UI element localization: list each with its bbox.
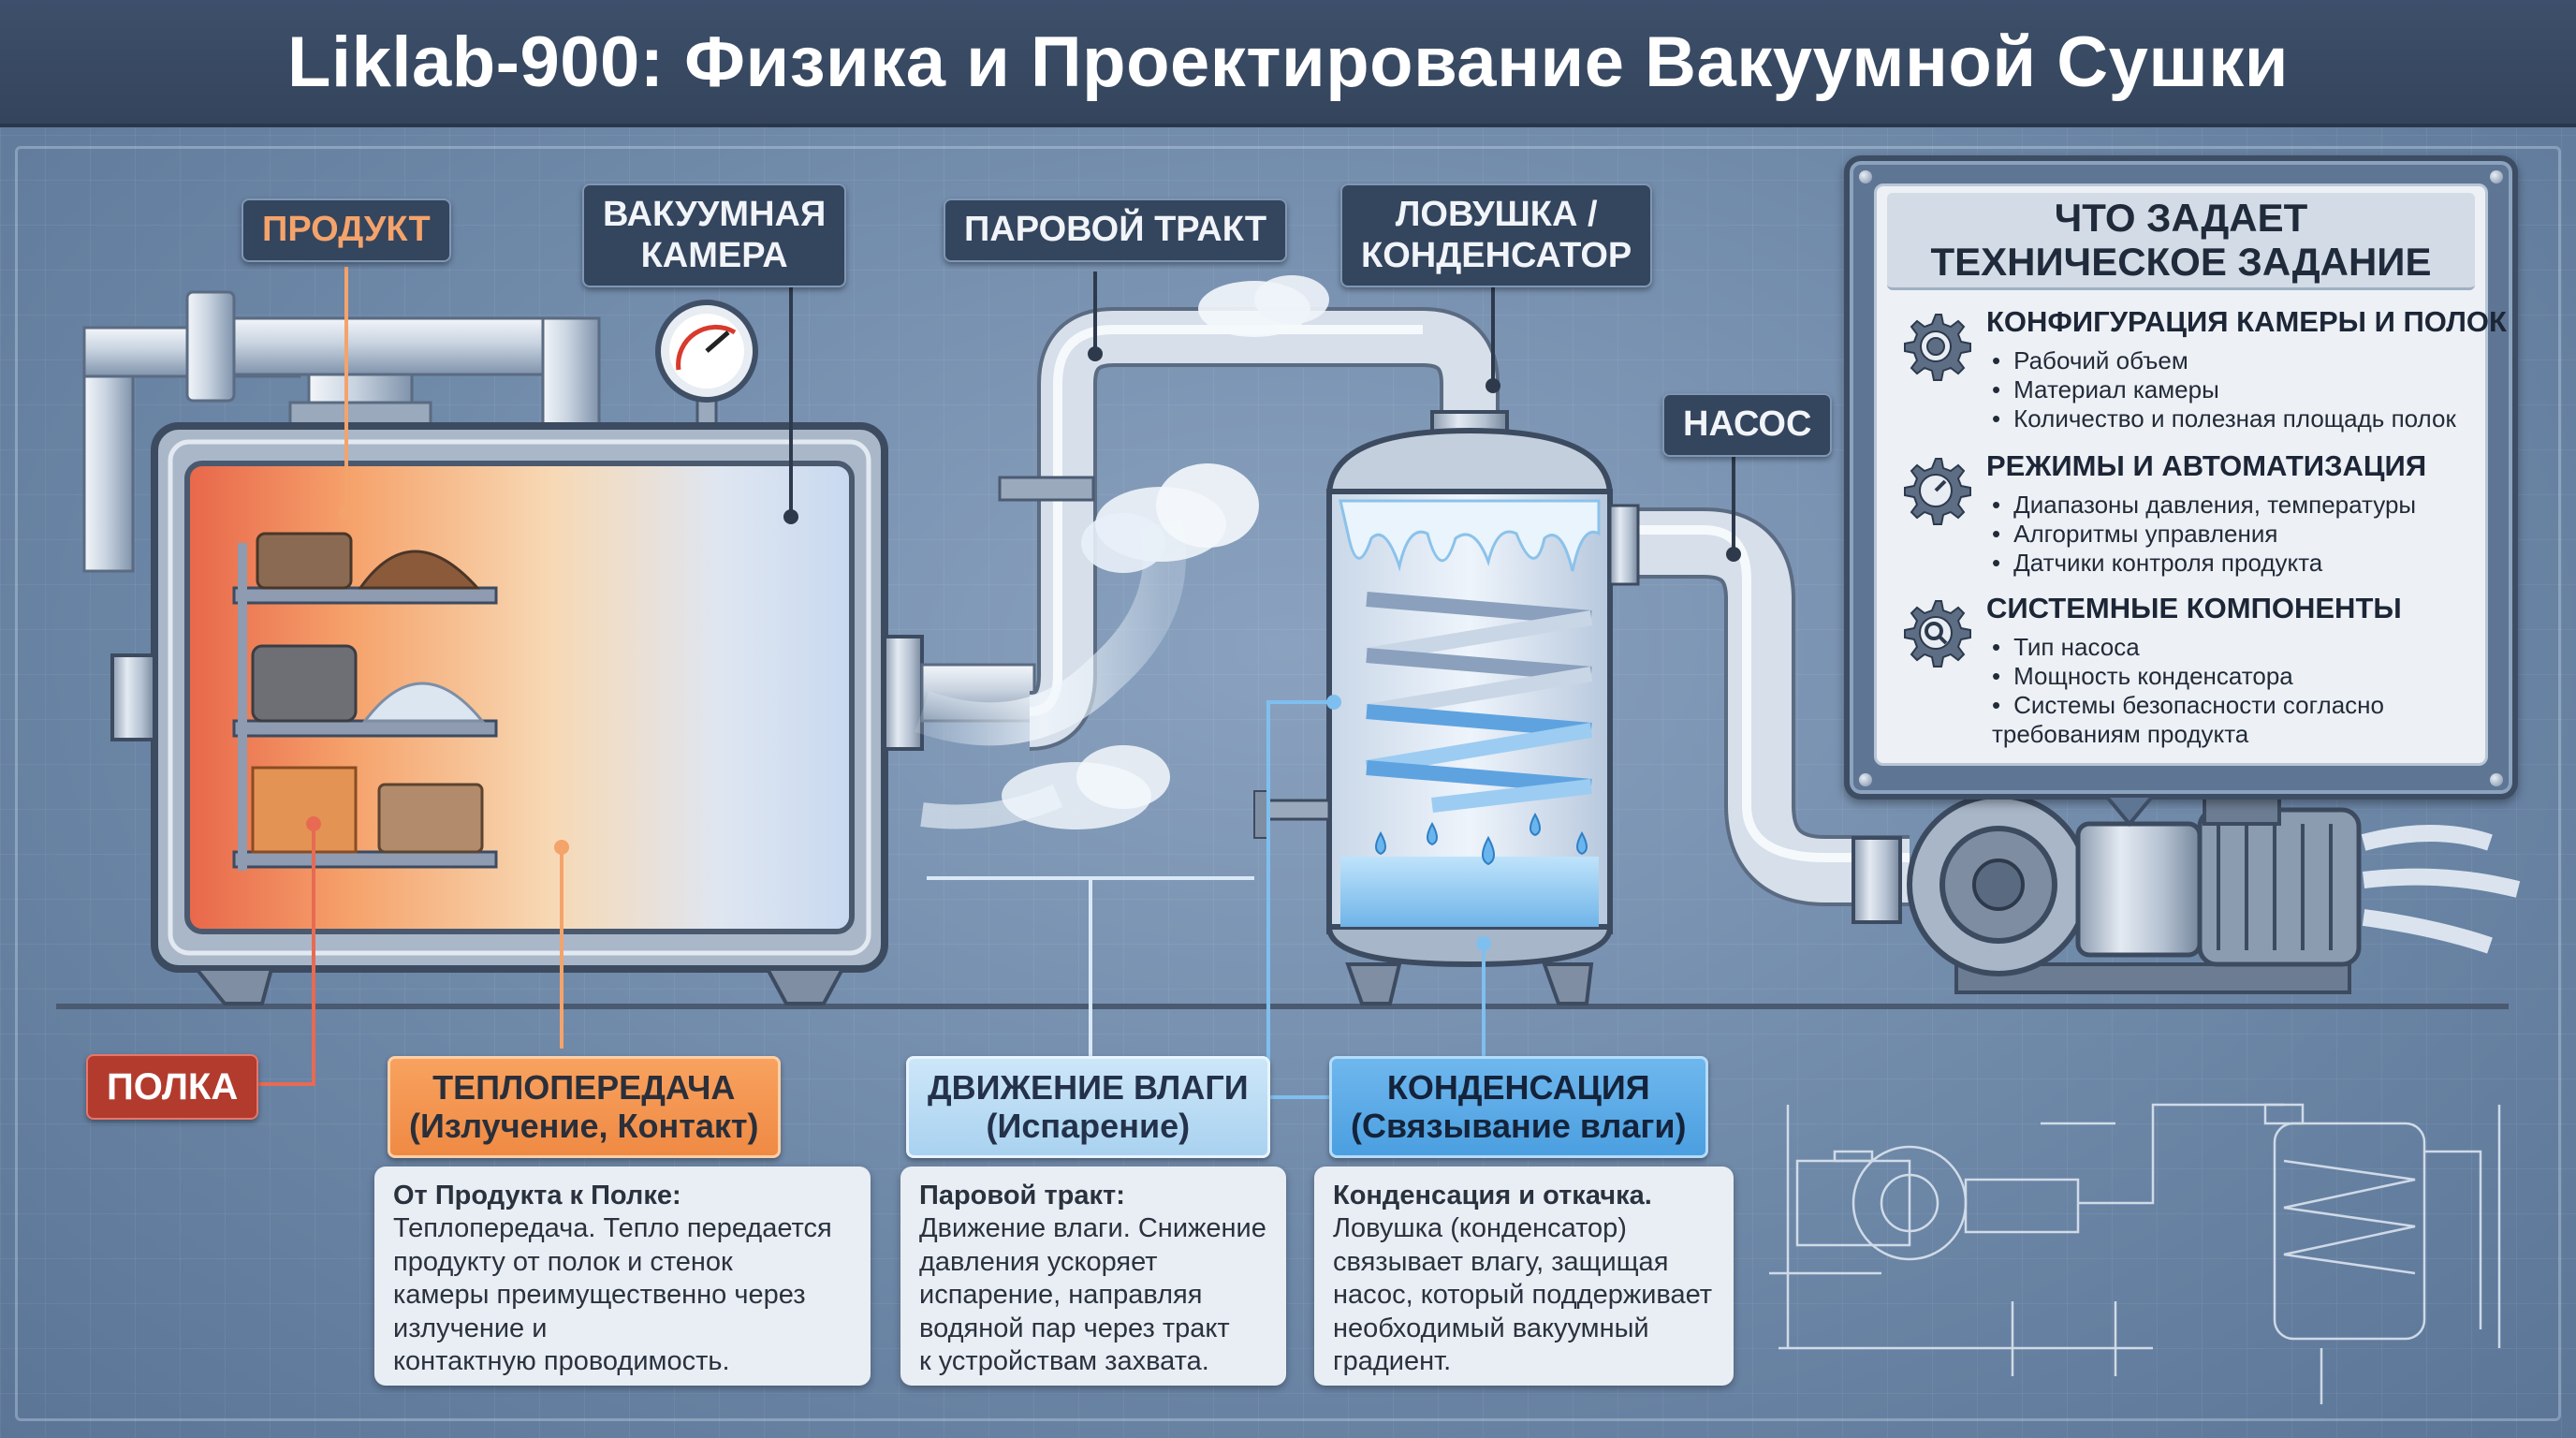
vapor-clouds (915, 275, 1329, 829)
spec-item: Системы безопасности согласно требования… (1992, 691, 2384, 749)
vapor-path-label: ПАРОВОЙ ТРАКТ (944, 198, 1288, 262)
gauge-gear-icon (1904, 458, 1971, 525)
moisture-movement-card: Паровой тракт: Движение влаги. Снижение … (900, 1167, 1286, 1386)
leader-lines (242, 267, 1741, 1099)
vacuum-chamber-label: ВАКУУМНАЯ КАМЕРА (582, 183, 847, 288)
vacuum-pump (1852, 793, 2521, 994)
spec-section-components: СИСТЕМНЫЕ КОМПОНЕНТЫ Тип насоса Мощность… (1900, 592, 2481, 751)
blueprint-sketch (1769, 1103, 2501, 1404)
vacuum-chamber (110, 422, 924, 1005)
spec-section-heading: КОНФИГУРАЦИЯ КАМЕРЫ И ПОЛОК (1986, 305, 2507, 338)
spec-item: Рабочий объем (1992, 346, 2456, 375)
spec-section-heading: РЕЖИМЫ И АВТОМАТИЗАЦИЯ (1986, 449, 2427, 482)
floor-line (56, 1004, 2509, 1009)
spec-section-modes: РЕЖИМЫ И АВТОМАТИЗАЦИЯ Диапазоны давлени… (1900, 449, 2481, 580)
moisture-movement-card-heading: Паровой тракт: (919, 1181, 1125, 1211)
heat-transfer-card: От Продукта к Полке: Теплопередача. Тепл… (374, 1167, 871, 1386)
trap-condenser-label: ЛОВУШКА / КОНДЕНСАТОР (1340, 183, 1653, 288)
pump-label: НАСОС (1662, 393, 1833, 457)
search-gear-icon (1904, 600, 1971, 668)
spec-item: Диапазоны давления, температуры (1992, 491, 2416, 520)
page-title: Liklab-900: Физика и Проектирование Ваку… (287, 22, 2289, 102)
rivet (2490, 170, 2503, 183)
pump-pipe (1608, 504, 1910, 906)
chamber-top-pipe (82, 290, 601, 573)
moisture-movement-tag: ДВИЖЕНИЕ ВЛАГИ (Испарение) (906, 1056, 1270, 1158)
gear-icon (1904, 314, 1971, 381)
diagram-frame (15, 146, 2561, 1421)
rivet (1859, 773, 1872, 786)
condensation-card-heading: Конденсация и откачка. (1333, 1181, 1652, 1211)
heat-transfer-card-heading: От Продукта к Полке: (393, 1181, 681, 1211)
condensation-card-text: Ловушка (конденсатор) связывает влагу, з… (1333, 1213, 1713, 1376)
rivet (2490, 773, 2503, 786)
spec-item: Материал камеры (1992, 375, 2456, 404)
condenser-tank (1253, 410, 1614, 1005)
shelf-label: ПОЛКА (86, 1054, 259, 1120)
condensation-tag: КОНДЕНСАЦИЯ (Связывание влаги) (1329, 1056, 1708, 1158)
spec-panel-title: ЧТО ЗАДАЕТ ТЕХНИЧЕСКОЕ ЗАДАНИЕ (1887, 193, 2475, 290)
heat-transfer-card-text: Теплопередача. Тепло передается продукту… (393, 1213, 832, 1376)
spec-item: Алгоритмы управления (1992, 520, 2416, 549)
spec-item: Мощность конденсатора (1992, 662, 2384, 691)
spec-section-list: Рабочий объем Материал камеры Количество… (1992, 346, 2456, 433)
product-label: ПРОДУКТ (242, 198, 451, 262)
product-stacks (251, 532, 486, 854)
condensation-card: Конденсация и откачка. Ловушка (конденса… (1314, 1167, 1734, 1386)
spec-section-list: Тип насоса Мощность конденсатора Системы… (1992, 633, 2384, 749)
heat-transfer-tag: ТЕПЛОПЕРЕДАЧА (Излучение, Контакт) (388, 1056, 781, 1158)
spec-item: Датчики контроля продукта (1992, 549, 2416, 578)
spec-item: Количество и полезная площадь полок (1992, 404, 2456, 433)
title-bar: Liklab-900: Физика и Проектирование Ваку… (0, 0, 2576, 127)
moisture-movement-card-text: Движение влаги. Снижение давления ускоря… (919, 1213, 1266, 1376)
spec-section-heading: СИСТЕМНЫЕ КОМПОНЕНТЫ (1986, 592, 2402, 624)
pressure-gauge-icon (655, 300, 758, 437)
rivet (1859, 170, 1872, 183)
spec-section-chamber: КОНФИГУРАЦИЯ КАМЕРЫ И ПОЛОК Рабочий объе… (1900, 305, 2507, 436)
spec-section-list: Диапазоны давления, температуры Алгоритм… (1992, 491, 2416, 578)
spec-item: Тип насоса (1992, 633, 2384, 662)
shelves (232, 543, 498, 871)
